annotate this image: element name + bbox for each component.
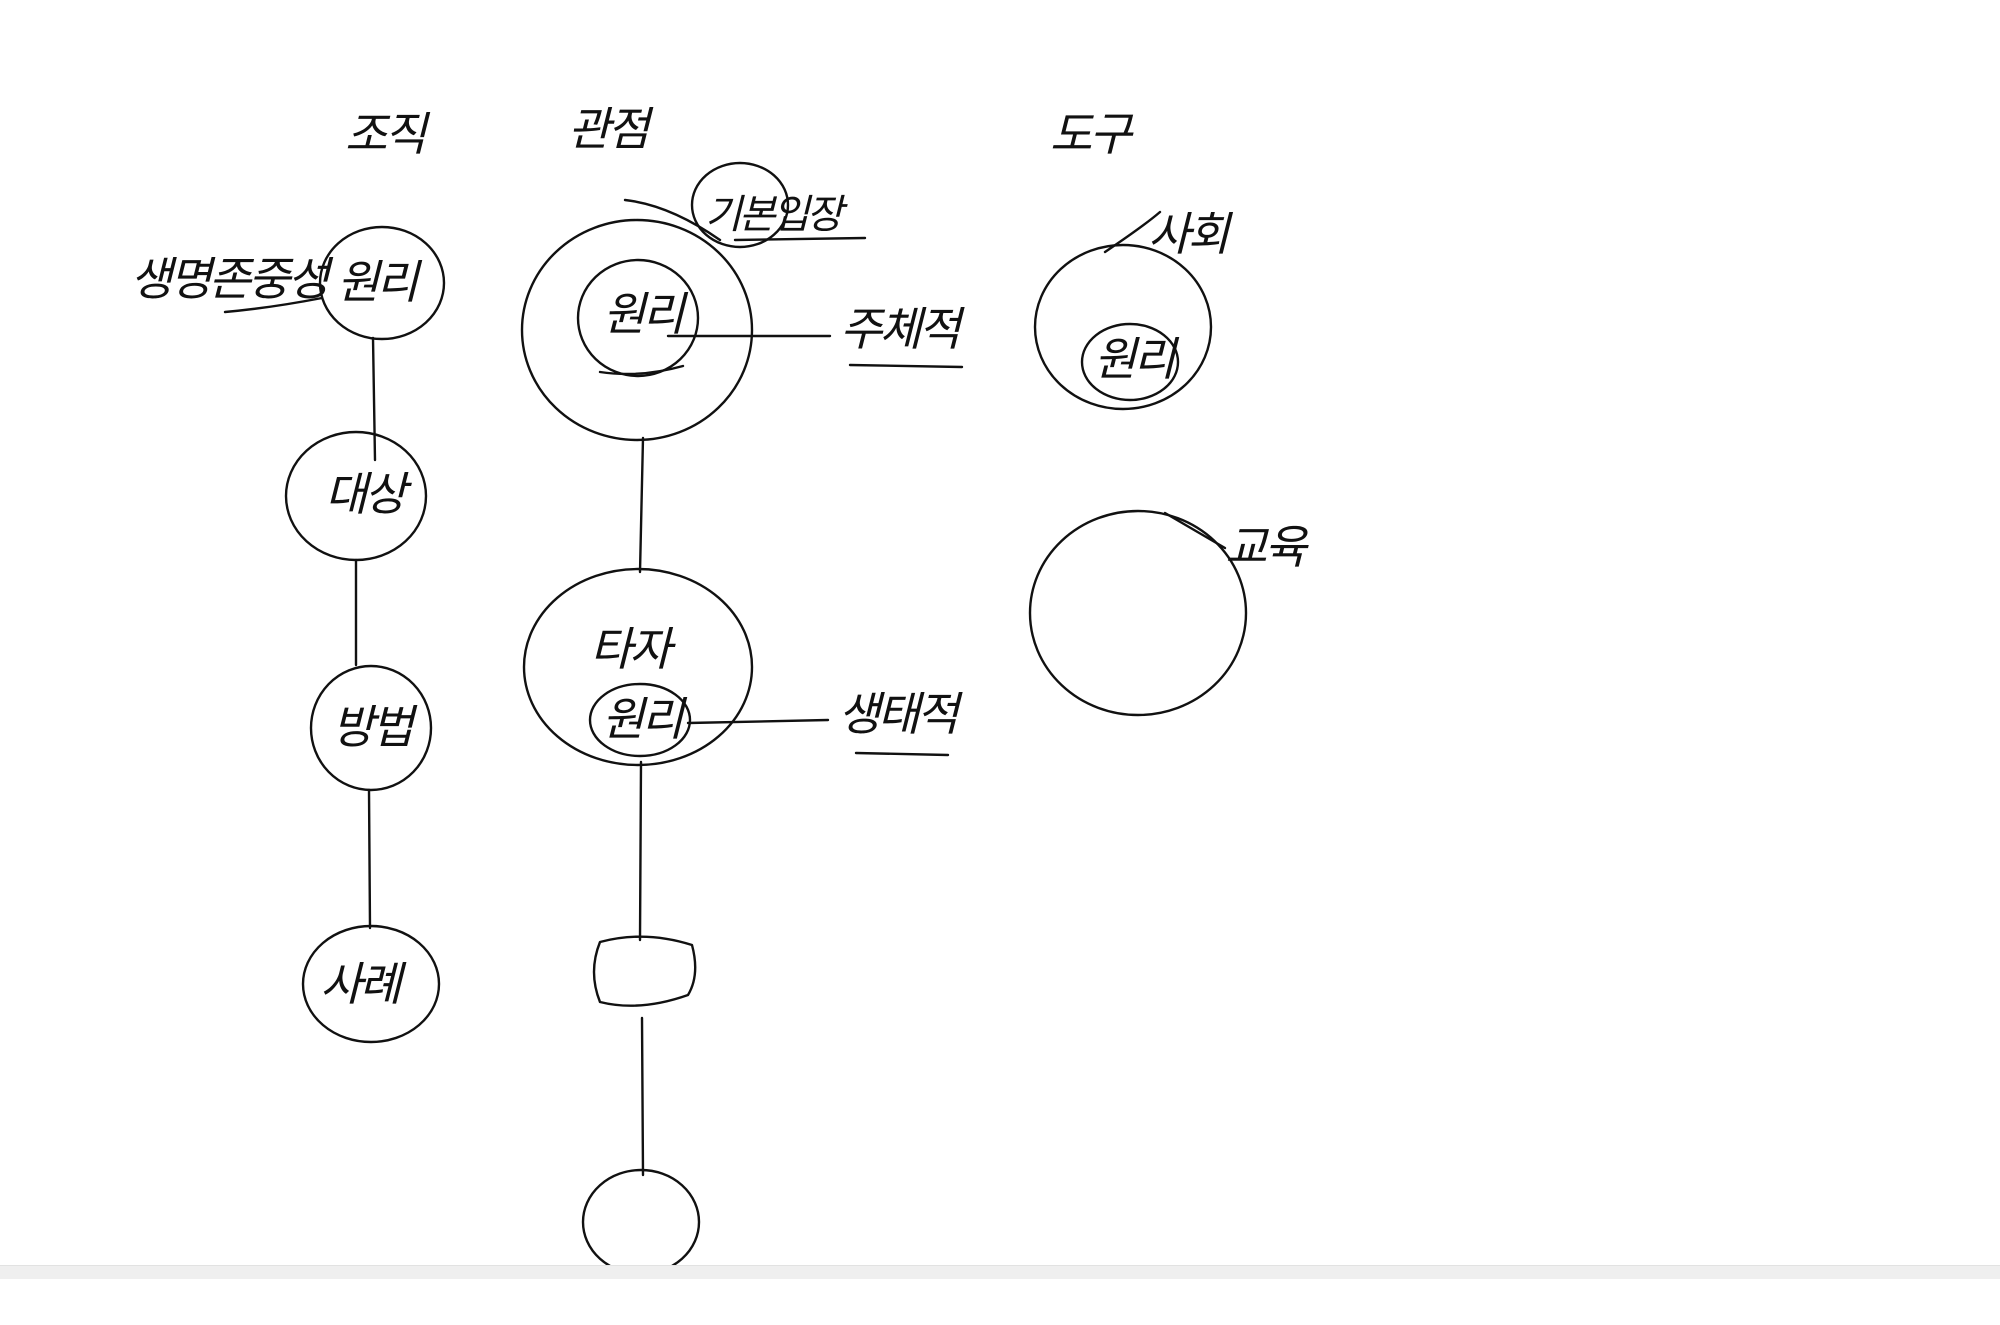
bottom-blank-area [0,1279,2000,1325]
sketch-layer: 조직 생명존중성 원리 대상 방법 사례 관점 기본입장 원리 주체적 타자 원… [130,102,1312,1265]
col3-lower-connector [1163,511,1227,550]
col2-inner-middle-connector [686,718,830,725]
col2-top-label-circle [690,161,790,249]
col2-inner-top-note-underline [848,363,964,369]
col3-top-circle [1033,243,1213,411]
col2-inner-middle-note: 생태적 [838,687,964,741]
col3-top-label: 사회 [1148,207,1233,261]
col2-inner-middle-label: 원리 [602,692,687,746]
col3-top-stroke [1103,210,1162,254]
col2-link-3 [640,1016,645,1177]
col2-inner-top-label: 원리 [603,287,688,341]
col2-link-1 [638,436,645,574]
col1-node-1-label: 원리 [337,255,422,309]
col2-node-small-1 [592,935,697,1007]
col2-inner-top-circle [576,258,700,378]
col3-inner-top-label: 원리 [1094,332,1179,386]
col3-heading: 도구 [1050,107,1134,161]
col2-outer-middle-circle [522,567,754,767]
col2-top-label-underline [733,236,867,242]
col1-node-3-circle [309,664,433,792]
col2-node-small-2-circle [581,1168,701,1265]
col2-inner-top-underline [598,364,685,376]
col2-top-label: 기본입장 [705,192,848,238]
col1-side-connector [223,296,324,314]
bottom-scrollbar-track[interactable] [0,1265,2000,1280]
col1-node-2-label: 대상 [325,467,412,521]
col3-inner-top-circle [1080,322,1180,402]
col2-link-2 [638,760,643,942]
col2-inner-top-note: 주체적 [840,302,966,356]
col2-heading: 관점 [568,102,654,156]
col1-link-1 [371,336,377,462]
col2-inner-middle-note-underline [854,751,950,757]
col3-lower-label: 교육 [1225,520,1309,574]
col1-node-4-label: 사례 [320,957,407,1011]
col1-side-label: 생명존중성 [130,252,334,306]
drawing-canvas[interactable]: 조직 생명존중성 원리 대상 방법 사례 관점 기본입장 원리 주체적 타자 원… [0,0,2000,1265]
col1-link-3 [367,788,372,930]
col1-node-4-circle [301,924,441,1044]
col1-heading: 조직 [345,107,430,161]
col2-middle-label: 타자 [590,622,676,676]
col2-top-stroke [623,198,722,242]
col2-inner-middle-circle [588,682,692,758]
col1-node-3-label: 방법 [332,700,418,754]
col2-outer-top-circle [520,218,754,442]
col3-lower-circle [1028,509,1248,717]
col1-node-1-circle [318,225,446,341]
